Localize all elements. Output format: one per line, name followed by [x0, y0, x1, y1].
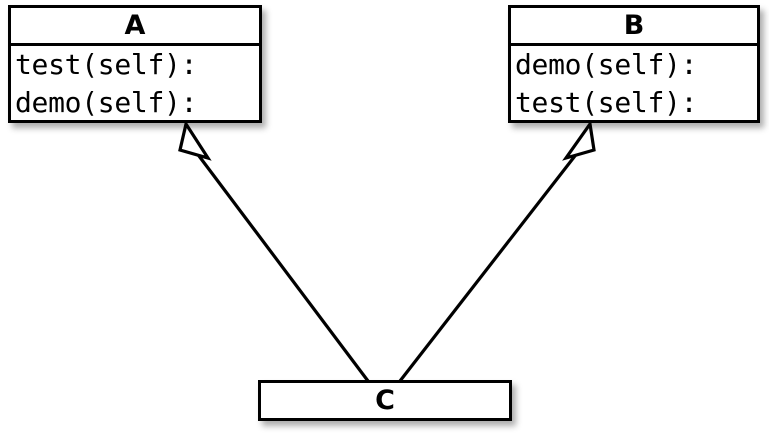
- generalization-line-c-b: [398, 151, 580, 382]
- hollow-triangle-arrowhead-b: [562, 119, 596, 161]
- generalization-line-c-a: [194, 151, 370, 382]
- uml-class-c[interactable]: C: [258, 380, 512, 421]
- hollow-triangle-arrowhead-a: [178, 119, 212, 161]
- class-b-member-0: demo(self):: [515, 48, 698, 81]
- generalization-c-to-a[interactable]: [178, 119, 370, 382]
- uml-class-a[interactable]: A test(self): demo(self):: [8, 5, 262, 123]
- class-c-name: C: [375, 385, 395, 416]
- class-b-members: demo(self): test(self):: [511, 46, 757, 124]
- generalization-c-to-b[interactable]: [398, 119, 596, 382]
- class-a-name: A: [11, 8, 259, 46]
- uml-class-b[interactable]: B demo(self): test(self):: [508, 5, 760, 123]
- class-b-member-1: test(self):: [515, 86, 698, 119]
- class-b-name: B: [511, 8, 757, 46]
- class-a-members: test(self): demo(self):: [11, 46, 259, 124]
- class-a-member-0: test(self):: [15, 48, 198, 81]
- class-a-member-1: demo(self):: [15, 86, 198, 119]
